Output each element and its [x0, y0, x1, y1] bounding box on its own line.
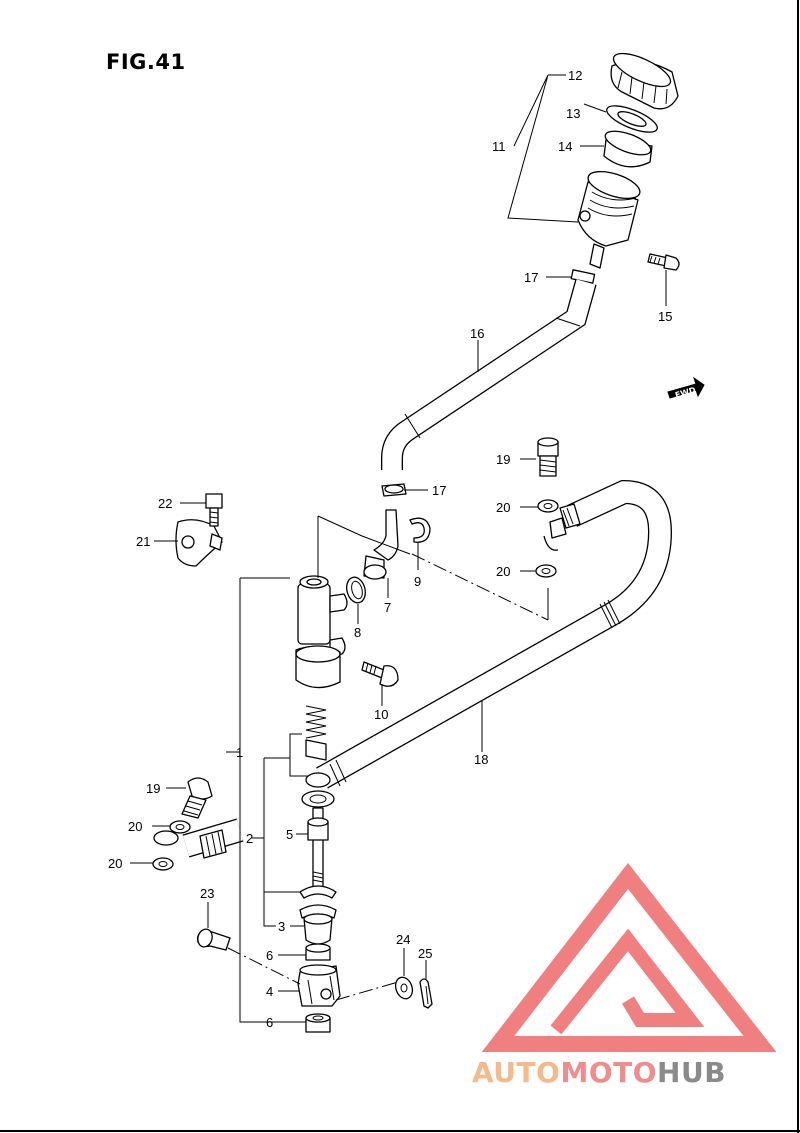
- part-number-labels: 1 2 3 4 5 6 6 7 8 9 10 11 12 13 14 15 16…: [108, 68, 672, 1030]
- part-label-19-upper: 19: [496, 452, 510, 467]
- nut-part-6-upper: [305, 943, 331, 961]
- part-label-9: 9: [414, 574, 421, 589]
- master-cylinder-part-1: [295, 575, 348, 689]
- part-label-11: 11: [492, 139, 506, 154]
- diaphragm-part-14: [603, 130, 653, 168]
- part-label-12: 12: [568, 68, 582, 83]
- watermark-text: AUTOMOTOHUB: [472, 1056, 726, 1089]
- part-label-20-d: 20: [108, 856, 122, 871]
- part-label-13: 13: [566, 106, 580, 121]
- washer-part-24: [394, 976, 414, 1000]
- part-label-10: 10: [374, 707, 388, 722]
- part-label-23: 23: [200, 886, 214, 901]
- part-label-20-a: 20: [496, 500, 510, 515]
- reservoir-body-part-11: [577, 170, 641, 269]
- pin-part-23: [196, 928, 231, 951]
- part-label-21: 21: [136, 534, 150, 549]
- washer-part-20-a: [537, 499, 559, 513]
- part-label-20-c: 20: [128, 819, 142, 834]
- boot-part-3: [303, 913, 333, 945]
- part-label-6-lower: 6: [266, 1015, 273, 1030]
- part-label-14: 14: [558, 139, 572, 154]
- part-label-3: 3: [278, 919, 285, 934]
- part-label-16: 16: [470, 326, 484, 341]
- automotohub-logo-icon: [481, 862, 777, 1052]
- part-label-1: 1: [236, 745, 243, 760]
- washer-part-20-c: [169, 820, 191, 834]
- watermark-word-hub: HUB: [657, 1056, 726, 1089]
- part-label-6-upper: 6: [266, 948, 273, 963]
- hose-connector-part-7: [363, 509, 399, 580]
- part-label-4: 4: [266, 984, 273, 999]
- part-label-17-lower: 17: [432, 483, 446, 498]
- nut-part-5: [307, 817, 329, 841]
- bracket-part-21: [175, 519, 223, 567]
- o-ring-part-8: [346, 576, 366, 604]
- spring: [305, 705, 327, 761]
- part-label-5: 5: [286, 827, 293, 842]
- banjo-bolt-part-19-upper: [537, 437, 559, 477]
- circlip-part-3: [299, 885, 337, 919]
- bolt-part-15: [647, 253, 680, 271]
- clevis-part-4: [297, 964, 341, 1007]
- part-label-25: 25: [418, 946, 432, 961]
- part-label-17-upper: 17: [524, 270, 538, 285]
- part-label-20-b: 20: [496, 564, 510, 579]
- brake-hose-part-18: [153, 479, 673, 859]
- washer-part-20-d: [152, 857, 174, 871]
- washer-part-20-b: [535, 564, 557, 578]
- figure-title: FIG.41: [106, 50, 186, 74]
- nut-part-6-lower: [305, 1013, 331, 1033]
- cotter-pin-part-25: [419, 978, 433, 1009]
- hose-clamp-part-17-lower: [381, 483, 407, 497]
- fwd-arrow-icon: FWD: [667, 376, 705, 400]
- banjo-bolt-part-19-lower: [181, 777, 213, 819]
- watermark-word-auto: AUTO: [472, 1056, 560, 1089]
- part-label-19-lower: 19: [146, 781, 160, 796]
- leader-lines: [130, 74, 667, 1023]
- part-label-15: 15: [658, 309, 672, 324]
- watermark-word-moto: MOTO: [560, 1056, 657, 1089]
- part-label-22: 22: [158, 496, 172, 511]
- circlip-part-9: [409, 517, 431, 543]
- reservoir-cap-part-12: [610, 52, 679, 110]
- reservoir-hose-part-16: [381, 279, 597, 470]
- part-label-18: 18: [474, 752, 488, 767]
- part-label-8: 8: [354, 625, 361, 640]
- bolt-part-10: [361, 661, 399, 687]
- pushrod-part-2: [301, 772, 335, 889]
- fwd-label: FWD: [674, 385, 697, 400]
- bolt-part-22: [205, 493, 223, 527]
- diaphragm-plate-part-13: [606, 105, 658, 133]
- part-label-7: 7: [384, 600, 391, 615]
- centerlines: [227, 553, 549, 1001]
- part-label-24: 24: [396, 932, 410, 947]
- part-label-2: 2: [246, 831, 253, 846]
